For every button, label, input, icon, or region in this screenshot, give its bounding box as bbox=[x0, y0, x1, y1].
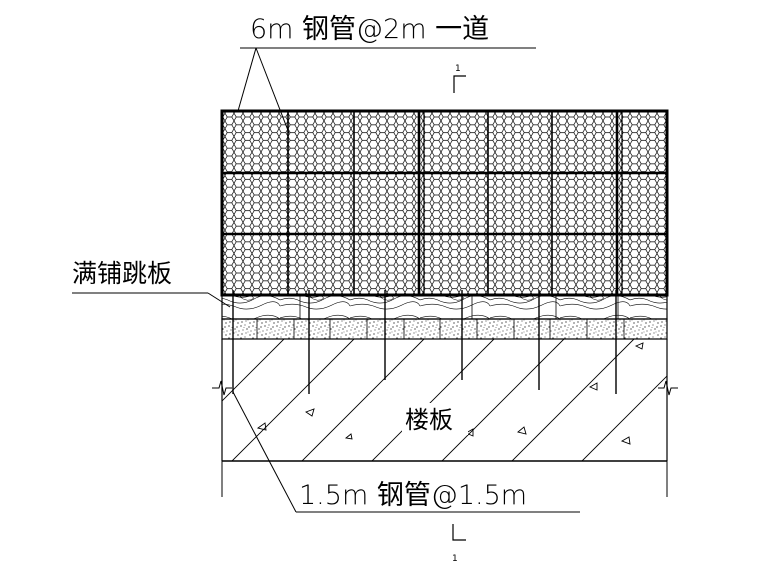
steel-pipe-5 bbox=[534, 290, 544, 390]
steel-pipe-1 bbox=[228, 290, 238, 394]
scaffold-leader-line bbox=[207, 292, 231, 308]
section-mark-bottom: 1 bbox=[452, 524, 466, 564]
steel-pipe-2 bbox=[304, 290, 314, 394]
floor-slab: 楼板 bbox=[212, 339, 678, 462]
steel-pipe-4 bbox=[457, 290, 467, 380]
steel-pipe-3 bbox=[380, 290, 390, 380]
bottom-pipe-label: 1.5m 钢管@1.5m bbox=[299, 480, 527, 511]
bottom-leader-line bbox=[232, 391, 297, 513]
safety-net-panel bbox=[220, 109, 669, 297]
scaffold-board-layer bbox=[221, 294, 668, 320]
section-mark-top: 1 bbox=[453, 64, 466, 93]
screed-layer bbox=[221, 318, 668, 340]
steel-pipe-6 bbox=[611, 290, 621, 394]
top-leader-line-1 bbox=[237, 47, 257, 112]
top-pipe-label: 6m 钢管@2m 一道 bbox=[250, 14, 489, 45]
svg-text:1: 1 bbox=[455, 64, 461, 74]
floor-slab-label: 楼板 bbox=[405, 406, 453, 434]
steel-pipes-short bbox=[228, 290, 621, 394]
scaffold-board-label: 满铺跳板 bbox=[72, 259, 172, 288]
svg-text:1: 1 bbox=[452, 554, 458, 564]
